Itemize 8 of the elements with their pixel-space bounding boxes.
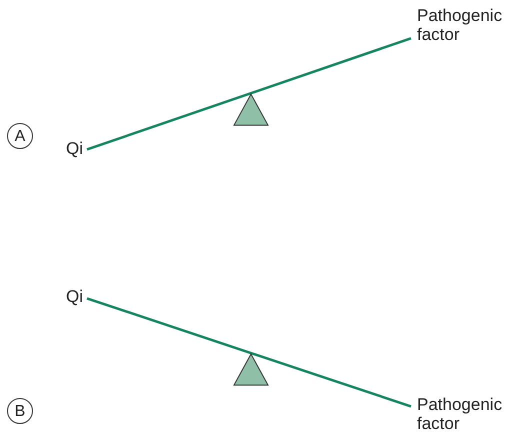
seesaw-lever: [86, 297, 412, 408]
seesaw-label: Qi: [66, 287, 83, 306]
seesaw-label: Pathogenic factor: [417, 6, 526, 44]
seesaw-label: Qi: [66, 139, 83, 158]
seesaw-lever: [86, 37, 412, 151]
seesaw-label: Pathogenic factor: [417, 395, 526, 433]
panel-letter: B: [7, 398, 33, 424]
panel-letter: A: [7, 123, 33, 149]
